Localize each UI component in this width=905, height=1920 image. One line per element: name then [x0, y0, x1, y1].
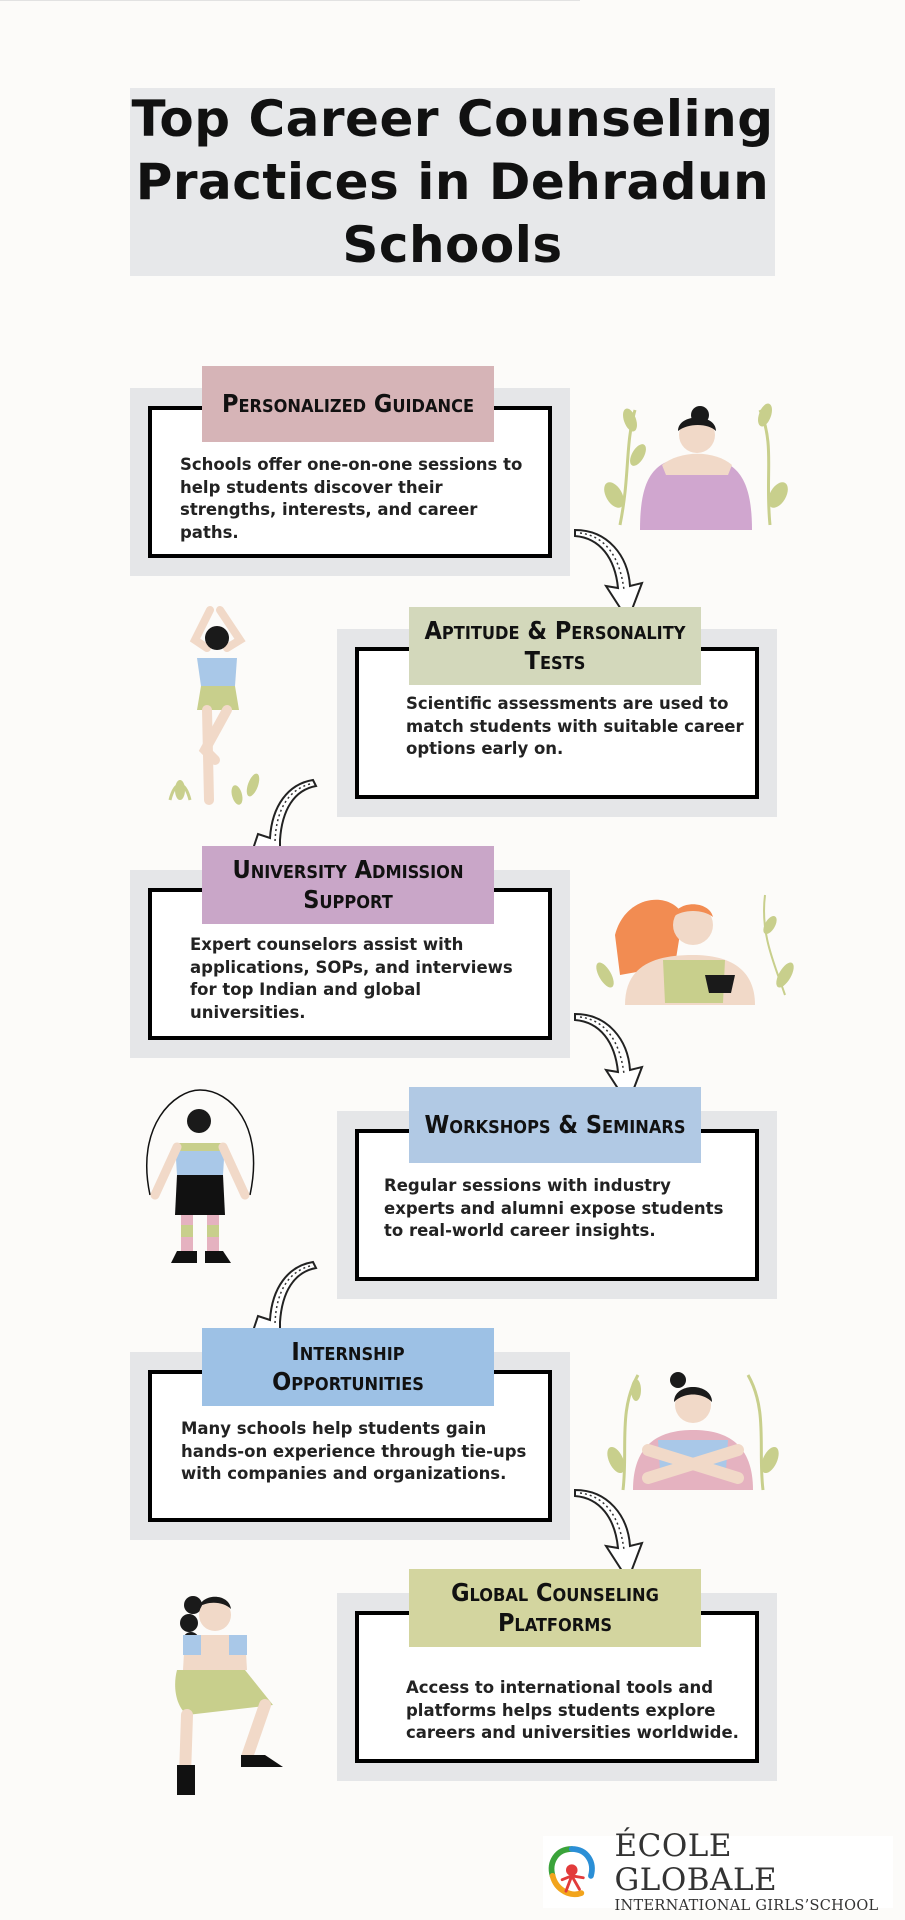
card-personalized-guidance: Personalized Guidance Schools offer one-…	[130, 366, 570, 576]
jump-rope-illustration	[145, 1089, 255, 1263]
label-line-1: Global Counseling	[451, 1578, 659, 1607]
section-text: Many schools help students gain hands-on…	[181, 1419, 527, 1483]
squat-exercise-illustration	[175, 1596, 283, 1795]
section-text: Schools offer one-on-one sessions to hel…	[180, 455, 523, 542]
label-text: Personalized Guidance	[221, 389, 475, 418]
curved-arrow-icon	[574, 1012, 644, 1107]
label-line-2: Tests	[524, 646, 586, 675]
label-workshops-seminars: Workshops & Seminars	[409, 1087, 701, 1163]
top-divider	[0, 0, 580, 1]
label-line-2: Opportunities	[272, 1367, 424, 1396]
label-line-2: Support	[303, 885, 393, 914]
school-emblem-icon	[548, 1846, 595, 1898]
logo-subtitle: INTERNATIONAL GIRLS’SCHOOL	[614, 1898, 879, 1914]
card-workshops-seminars: Workshops & Seminars Regular sessions wi…	[337, 1087, 777, 1299]
section-text: Scientific assessments are used to match…	[406, 694, 744, 758]
label-text: Workshops & Seminars	[424, 1110, 686, 1139]
section-text: Expert counselors assist with applicatio…	[190, 935, 513, 1022]
self-hug-illustration	[607, 1372, 779, 1491]
ecole-globale-logo: ÉCOLE GLOBALE INTERNATIONAL GIRLS’SCHOOL	[543, 1829, 893, 1914]
woman-with-tea-illustration	[596, 894, 794, 1005]
label-line-1: University Admission	[232, 855, 464, 884]
curved-arrow-icon	[574, 528, 644, 623]
section-text: Access to international tools and platfo…	[406, 1678, 739, 1742]
curved-arrow-icon	[574, 1488, 644, 1583]
label-personalized-guidance: Personalized Guidance	[202, 366, 494, 442]
label-line-2: Platforms	[497, 1608, 613, 1637]
label-line-1: Aptitude & Personality	[424, 616, 686, 645]
yoga-pose-illustration	[168, 606, 260, 805]
page-title: Top Career Counseling Practices in Dehra…	[131, 89, 774, 274]
label-line-1: Internship	[291, 1337, 405, 1366]
meditating-woman-illustration	[604, 403, 788, 530]
section-text: Regular sessions with industry experts a…	[384, 1176, 724, 1240]
title-banner: Top Career Counseling Practices in Dehra…	[130, 88, 775, 276]
logo-name: ÉCOLE GLOBALE	[614, 1828, 778, 1898]
